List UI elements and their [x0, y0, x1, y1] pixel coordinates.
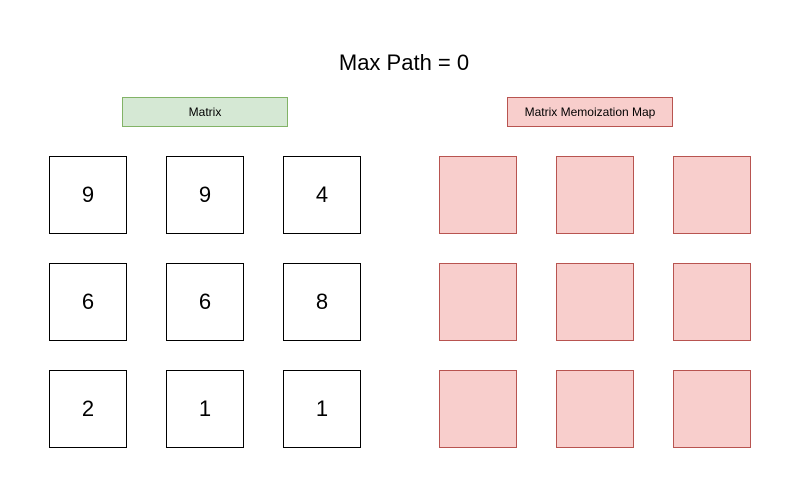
memo-cell: [439, 156, 517, 234]
memo-cell: [556, 370, 634, 448]
memo-cell: [673, 156, 751, 234]
memo-cell: [556, 263, 634, 341]
matrix-cell: 8: [283, 263, 361, 341]
matrix-cell: 6: [166, 263, 244, 341]
matrix-label: Matrix: [122, 97, 288, 127]
max-path-title: Max Path = 0: [338, 50, 470, 75]
memo-cell: [439, 263, 517, 341]
matrix-cell: 9: [49, 156, 127, 234]
matrix-cell: 6: [49, 263, 127, 341]
matrix-cell: 1: [283, 370, 361, 448]
matrix-cell: 1: [166, 370, 244, 448]
memo-cell: [439, 370, 517, 448]
memo-cell: [673, 370, 751, 448]
matrix-cell: 2: [49, 370, 127, 448]
matrix-cell: 4: [283, 156, 361, 234]
memo-map-label: Matrix Memoization Map: [507, 97, 673, 127]
memo-cell: [673, 263, 751, 341]
memo-cell: [556, 156, 634, 234]
matrix-cell: 9: [166, 156, 244, 234]
